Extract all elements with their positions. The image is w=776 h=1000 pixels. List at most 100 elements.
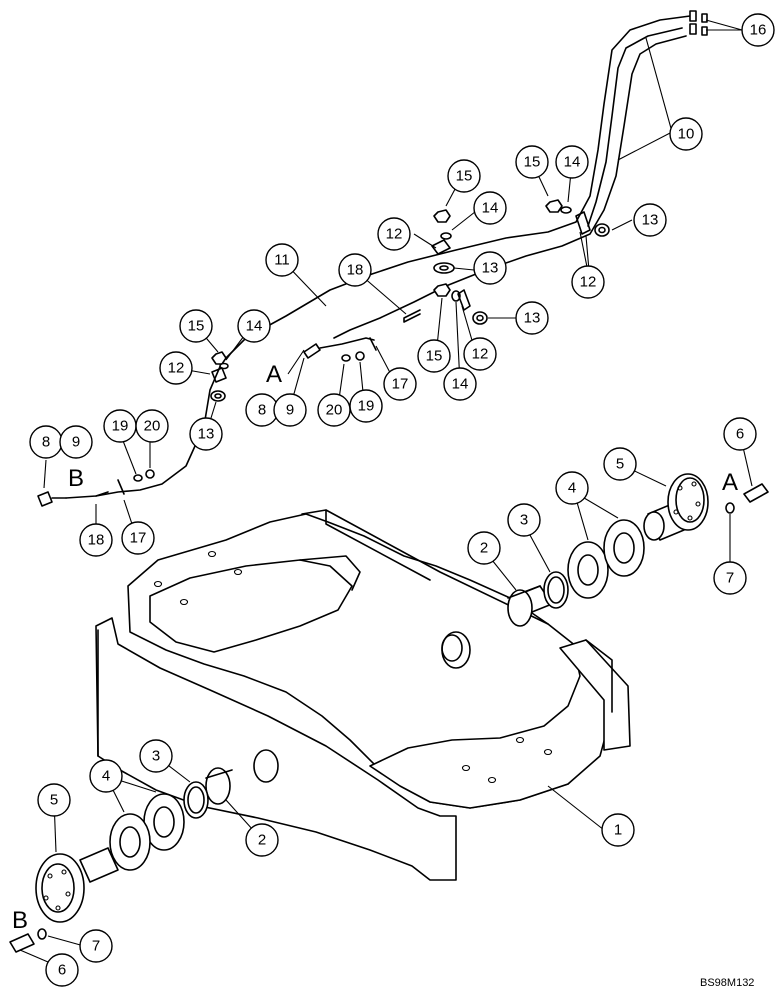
callout-label: 6 xyxy=(736,426,744,443)
callout-12: 12 xyxy=(463,337,497,371)
view-letters: A B A B xyxy=(12,361,738,934)
callout-label: 13 xyxy=(482,260,499,277)
callout-label: 11 xyxy=(274,252,290,269)
callout-15: 15 xyxy=(515,145,549,179)
callout-label: 20 xyxy=(326,402,343,419)
callout-17: 17 xyxy=(383,367,417,401)
callout-label: 9 xyxy=(72,434,80,451)
callout-label: 14 xyxy=(246,318,263,335)
callout-label: 18 xyxy=(88,532,105,549)
callout-label: 9 xyxy=(286,402,294,419)
callout-15: 15 xyxy=(447,159,481,193)
callout-13: 13 xyxy=(473,251,507,285)
callout-label: 13 xyxy=(524,310,541,327)
callout-label: 8 xyxy=(42,434,50,451)
callout-label: 3 xyxy=(152,748,160,765)
callout-20: 20 xyxy=(135,409,169,443)
callout-label: 16 xyxy=(750,22,767,39)
callout-label: 19 xyxy=(112,418,129,435)
callout-label: 13 xyxy=(642,212,659,229)
left-pivot-group xyxy=(9,767,233,953)
callout-19: 19 xyxy=(103,409,137,443)
callout-14: 14 xyxy=(443,367,477,401)
callout-label: 5 xyxy=(616,456,624,473)
callout-label: 8 xyxy=(258,402,266,419)
callout-14: 14 xyxy=(237,309,271,343)
callout-6: 6 xyxy=(723,417,757,451)
callout-label: 20 xyxy=(144,418,161,435)
callout-5: 5 xyxy=(603,447,637,481)
callout-20: 20 xyxy=(317,393,351,427)
callout-label: 17 xyxy=(392,376,409,393)
callout-11: 11 xyxy=(265,243,299,277)
callout-12: 12 xyxy=(377,217,411,251)
callout-label: 5 xyxy=(50,792,58,809)
callout-7: 7 xyxy=(713,561,747,595)
callout-8: 8 xyxy=(29,425,63,459)
callout-label: 14 xyxy=(564,154,581,171)
callout-2: 2 xyxy=(467,531,501,565)
letter-b-bottom: B xyxy=(12,907,28,934)
callout-label: 15 xyxy=(426,348,443,365)
callout-8: 8 xyxy=(245,393,279,427)
callout-12: 12 xyxy=(571,265,605,299)
letter-b-left: B xyxy=(68,465,84,492)
callout-label: 19 xyxy=(358,398,375,415)
callout-6: 6 xyxy=(45,953,79,987)
callout-18: 18 xyxy=(338,253,372,287)
callout-label: 15 xyxy=(524,154,541,171)
callout-label: 1 xyxy=(614,822,622,839)
callout-label: 12 xyxy=(580,274,597,291)
callout-label: 6 xyxy=(58,962,66,979)
callout-17: 17 xyxy=(121,521,155,555)
letter-a-top: A xyxy=(266,361,282,388)
callout-label: 17 xyxy=(130,530,147,547)
callout-5: 5 xyxy=(37,783,71,817)
callout-label: 2 xyxy=(480,540,488,557)
callout-13: 13 xyxy=(515,301,549,335)
callout-label: 10 xyxy=(678,126,695,143)
callout-label: 13 xyxy=(198,426,215,443)
right-pivot-group xyxy=(507,473,769,627)
callout-2: 2 xyxy=(245,823,279,857)
hydraulic-lines xyxy=(65,10,708,499)
callout-3: 3 xyxy=(139,739,173,773)
callout-label: 7 xyxy=(726,570,734,587)
hardware xyxy=(37,199,610,507)
callout-13: 13 xyxy=(189,417,223,451)
callout-label: 4 xyxy=(568,480,576,497)
callout-7: 7 xyxy=(79,929,113,963)
callout-9: 9 xyxy=(273,393,307,427)
callout-label: 15 xyxy=(188,318,205,335)
callout-label: 12 xyxy=(168,360,185,377)
axle-housing xyxy=(95,509,631,881)
callout-15: 15 xyxy=(179,309,213,343)
callout-label: 2 xyxy=(258,832,266,849)
callout-label: 12 xyxy=(386,226,403,243)
letter-a-right: A xyxy=(722,469,738,496)
callout-1: 1 xyxy=(601,813,635,847)
callout-18: 18 xyxy=(79,523,113,557)
callout-4: 4 xyxy=(89,759,123,793)
reference-code: BS98M132 xyxy=(700,977,754,989)
callouts: 16 10 15 14 13 12 15 14 12 13 11 18 13 1… xyxy=(29,13,775,987)
callout-label: 4 xyxy=(102,768,110,785)
callout-label: 12 xyxy=(472,346,489,363)
callout-16: 16 xyxy=(741,13,775,47)
callout-4: 4 xyxy=(555,471,589,505)
callout-label: 14 xyxy=(482,200,499,217)
callout-label: 7 xyxy=(92,938,100,955)
callout-12: 12 xyxy=(159,351,193,385)
callout-9: 9 xyxy=(59,425,93,459)
callout-14: 14 xyxy=(555,145,589,179)
callout-10: 10 xyxy=(669,117,703,151)
callout-19: 19 xyxy=(349,389,383,423)
callout-label: 14 xyxy=(452,376,469,393)
callout-3: 3 xyxy=(507,503,541,537)
callout-label: 15 xyxy=(456,168,473,185)
callout-label: 18 xyxy=(347,262,364,279)
callout-15: 15 xyxy=(417,339,451,373)
callout-13: 13 xyxy=(633,203,667,237)
callout-label: 3 xyxy=(520,512,528,529)
